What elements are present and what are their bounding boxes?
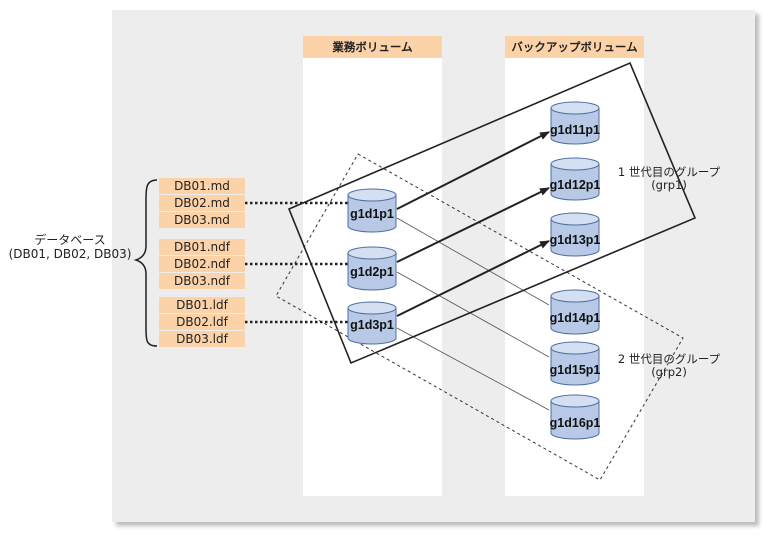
backup-volume-g1d15p1: g1d15p1 (550, 341, 601, 386)
backup-volume-g1d16p1: g1d16p1 (550, 394, 601, 440)
file-db01-ndf: DB01.ndf (159, 239, 245, 255)
file-db03-ldf: DB03.ldf (159, 331, 245, 347)
business-volume-label: g1d3p1 (350, 318, 394, 332)
group1-label-line1: 1 世代目のグループ (617, 165, 721, 179)
group2-outline (275, 153, 684, 481)
backup-volume-g1d14p1: g1d14p1 (550, 289, 601, 335)
group2-label-line2: (grp2) (651, 365, 687, 379)
connector-3-to-16 (396, 327, 550, 411)
business-volume-label: g1d1p1 (350, 207, 394, 221)
business-volume-g1d3p1: g1d3p1 (347, 301, 397, 345)
backup-volume-label: g1d14p1 (550, 311, 601, 325)
database-label: データベース (DB01, DB02, DB03) (4, 233, 136, 261)
business-volume-label: g1d2p1 (350, 265, 394, 279)
business-volume-header: 業務ボリューム (303, 36, 442, 58)
arrow-1-to-11 (396, 131, 550, 210)
backup-volume-label: g1d13p1 (550, 233, 601, 247)
business-volume-g1d2p1: g1d2p1 (347, 246, 397, 291)
backup-volume-g1d11p1: g1d11p1 (550, 101, 600, 145)
group2-label-line1: 2 世代目のグループ (617, 352, 721, 366)
database-brace (133, 179, 158, 347)
file-db01-md: DB01.md (159, 178, 245, 194)
file-db01-ldf: DB01.ldf (159, 297, 245, 313)
file-db03-ndf: DB03.ndf (159, 273, 245, 289)
backup-volume-g1d13p1: g1d13p1 (550, 212, 601, 257)
group1-outline (287, 61, 697, 365)
database-label-line1: データベース (34, 233, 106, 247)
group1-label: 1 世代目のグループ (grp1) (610, 166, 728, 192)
arrow-2-to-12 (396, 187, 550, 263)
connector-2-to-15 (396, 271, 550, 358)
backup-volume-g1d12p1: g1d12p1 (550, 157, 601, 201)
business-volume-g1d1p1: g1d1p1 (347, 188, 397, 233)
group2-label: 2 世代目のグループ (grp2) (610, 353, 728, 379)
file-db02-md: DB02.md (159, 195, 245, 211)
arrow-3-to-13 (396, 240, 550, 317)
file-db02-ndf: DB02.ndf (159, 256, 245, 272)
backup-volume-label: g1d11p1 (550, 123, 600, 137)
file-db02-ldf: DB02.ldf (159, 314, 245, 330)
database-label-line2: (DB01, DB02, DB03) (8, 247, 132, 261)
file-db03-md: DB03.md (159, 212, 245, 228)
backup-volume-label: g1d16p1 (550, 416, 601, 430)
group1-label-line2: (grp1) (651, 178, 687, 192)
connector-1-to-14 (396, 217, 550, 306)
backup-volume-header: バックアップボリューム (505, 36, 644, 58)
backup-volume-label: g1d12p1 (550, 178, 601, 192)
backup-volume-label: g1d15p1 (550, 363, 601, 377)
